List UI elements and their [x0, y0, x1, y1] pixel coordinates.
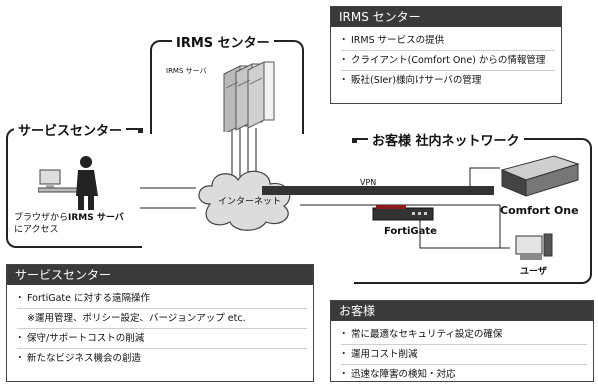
service-info-list: FortiGate に対する遠隔操作 ※運用管理、ポリシー設定、バージョンアップ… [7, 285, 313, 370]
user-pc-icon [515, 233, 553, 260]
service-caption-line1: ブラウザからIRMS サーバ [14, 210, 124, 223]
list-item: ※運用管理、ポリシー設定、バージョンアップ etc. [17, 309, 307, 329]
service-info-title: サービスセンター [7, 265, 313, 285]
list-item: 常に最適なセキュリティ設定の確保 [339, 325, 587, 345]
customer-info-title: お客様 [331, 301, 593, 321]
list-item: FortiGate に対する遠隔操作 [15, 289, 307, 309]
vpn-tunnel [262, 186, 494, 195]
frame-corner-tick [352, 138, 357, 143]
irms-info-box: IRMS センター IRMS サービスの提供 クライアント(Comfort On… [330, 6, 562, 104]
fortigate-icon [372, 205, 434, 221]
list-item: 迅速な障害の検知・対応 [339, 365, 587, 384]
internet-label: インターネット [218, 197, 282, 207]
customer-info-box: お客様 常に最適なセキュリティ設定の確保 運用コスト削減 迅速な障害の検知・対応 [330, 300, 594, 384]
list-item: クライアント(Comfort One) からの情報管理 [339, 51, 555, 71]
irms-info-list: IRMS サービスの提供 クライアント(Comfort One) からの情報管理… [331, 27, 561, 92]
irms-info-title: IRMS センター [331, 7, 561, 27]
irms-server-label: IRMS サーバ [166, 67, 207, 75]
server-icon [223, 61, 275, 132]
list-item: 販社(SIer)様向けサーバの管理 [339, 71, 555, 90]
user-label: ユーザ [520, 267, 547, 277]
operator-icon [38, 156, 98, 210]
fortigate-label: FortiGate [384, 226, 437, 237]
irms-center-title: IRMS センター [172, 32, 274, 51]
comfort-one-icon [500, 155, 580, 197]
line-to-user [419, 210, 510, 249]
comfort-one-label: Comfort One [500, 204, 579, 217]
service-center-title: サービスセンター [14, 120, 127, 139]
customer-network-title: お客様 社内ネットワーク [368, 130, 524, 149]
list-item: 新たなビジネス機会の創造 [15, 349, 307, 368]
frame-corner-tick [138, 128, 143, 133]
customer-info-list: 常に最適なセキュリティ設定の確保 運用コスト削減 迅速な障害の検知・対応 [331, 321, 593, 386]
service-info-box: サービスセンター FortiGate に対する遠隔操作 ※運用管理、ポリシー設定… [6, 264, 314, 382]
list-item: IRMS サービスの提供 [339, 31, 555, 51]
list-item: 運用コスト削減 [339, 345, 587, 365]
vpn-label: VPN [360, 178, 377, 187]
caption-bold: IRMS サーバ [68, 213, 124, 223]
caption-text: ブラウザから [14, 213, 69, 223]
list-item: 保守/サポートコストの削減 [15, 329, 307, 349]
service-caption-line2: にアクセス [14, 225, 59, 235]
